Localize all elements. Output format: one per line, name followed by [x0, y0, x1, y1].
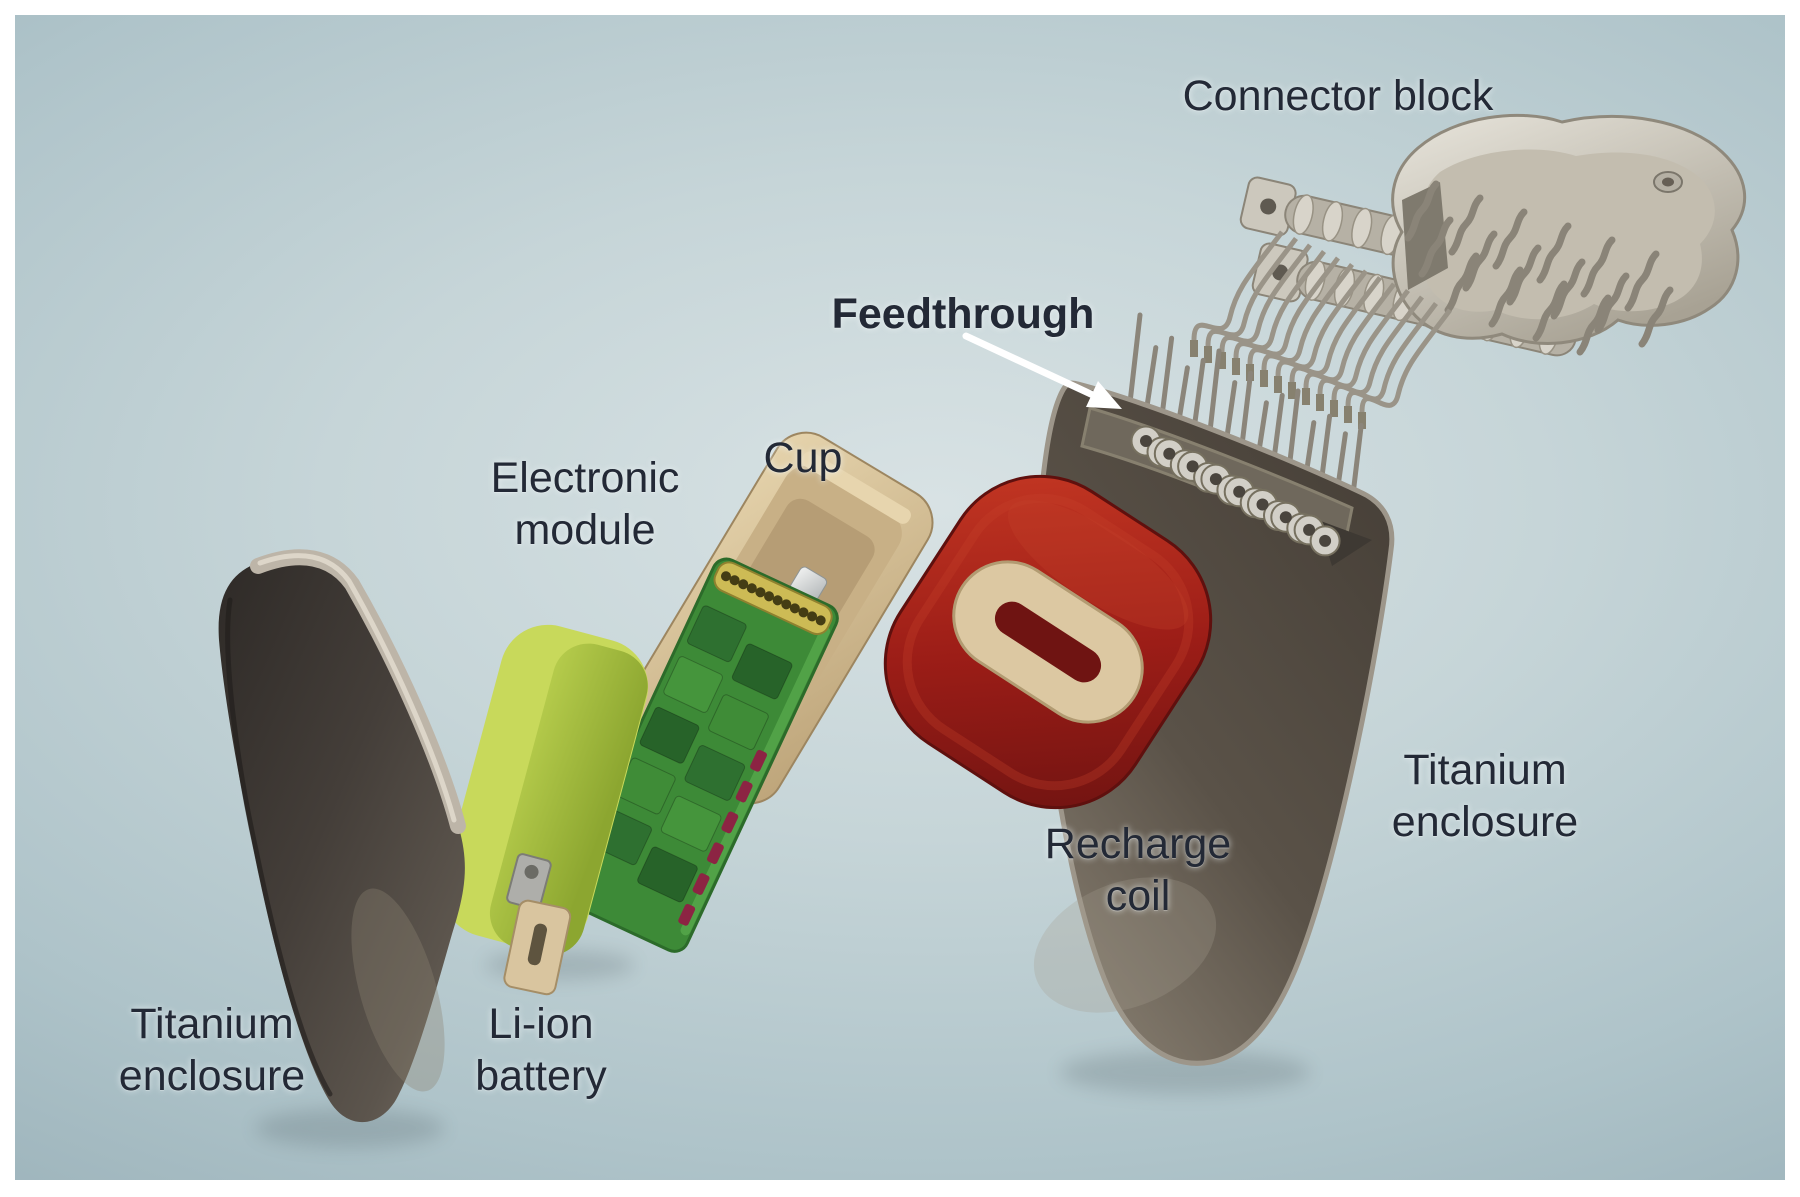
enclosure-right-sheen — [1033, 877, 1217, 1013]
label-cup: Cup — [763, 434, 843, 482]
feedthrough-eyelets — [1130, 425, 1341, 557]
label-titanium-enclosure-left: Titanium enclosure — [118, 1000, 306, 1100]
connector-screw-hole-center — [1662, 177, 1674, 187]
enclosure-left-sheen — [351, 888, 445, 1092]
pcb-red-components — [678, 749, 767, 926]
connector-block-opening — [1402, 182, 1448, 290]
connector-contact-fingers — [1404, 180, 1674, 356]
connector-wire-bundle — [1190, 230, 1452, 429]
recharge-coil-part — [883, 474, 1213, 810]
label-connector-block: Connector block — [1182, 72, 1494, 120]
enclosure-left-bevel-shine — [257, 553, 457, 823]
battery-terminal-tab — [506, 853, 552, 910]
pcb-gold-holes — [720, 571, 826, 626]
titanium-enclosure-left-part — [218, 549, 466, 1123]
label-titanium-enclosure-right: Titanium enclosure — [1391, 746, 1579, 846]
label-feedthrough: Feedthrough — [831, 290, 1095, 338]
label-li-ion-battery: Li-ion battery — [475, 1000, 607, 1100]
battery-connector-block — [503, 899, 572, 996]
label-recharge-coil: Recharge coil — [1044, 820, 1232, 920]
feedthrough-pointer-arrow — [962, 332, 1122, 409]
li-ion-battery-part — [441, 624, 649, 996]
pcb-chips — [592, 605, 793, 903]
connector-block — [1190, 113, 1747, 429]
electronic-module-part — [562, 557, 839, 953]
coil-bobbin-hole — [994, 601, 1102, 683]
enclosure-left-dark-edge — [225, 597, 333, 1097]
label-electronic-module: Electronic module — [490, 454, 680, 554]
